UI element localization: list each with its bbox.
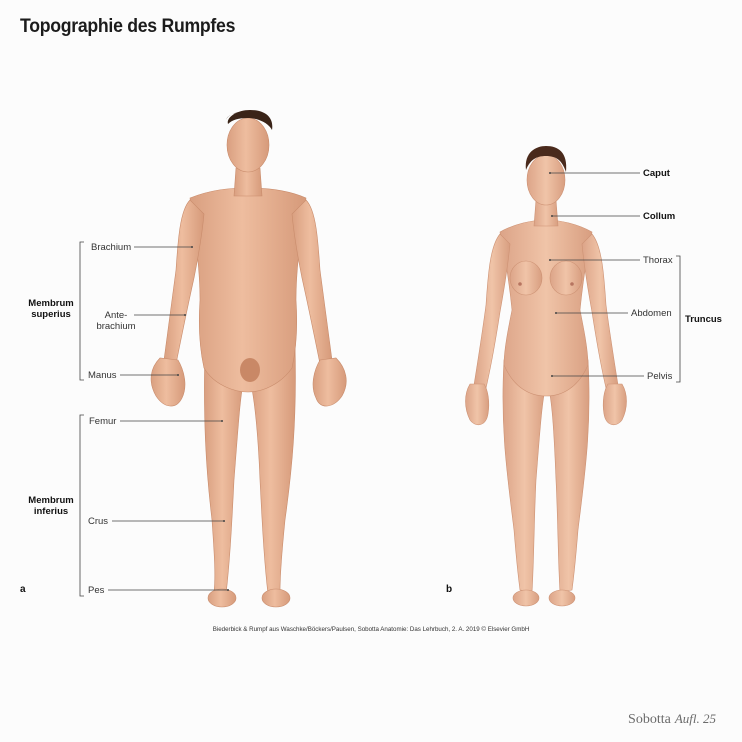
label-crus: Crus: [88, 516, 109, 527]
brand-edition: Aufl. 25: [674, 711, 716, 726]
label-pes: Pes: [88, 585, 105, 596]
label-pelvis: Pelvis: [647, 371, 673, 382]
label-collum: Collum: [643, 211, 676, 222]
label-antebrachium-1: Ante-: [104, 310, 128, 321]
figure-b-leader-lines: [550, 172, 681, 383]
group-membrum-inferius-1: Membrum: [28, 495, 74, 506]
male-pelvis-detail: [240, 358, 260, 382]
label-antebrachium-2: brachium: [96, 321, 136, 332]
group-membrum-superius-1: Membrum: [28, 298, 74, 309]
female-figure: [465, 154, 627, 607]
group-membrum-inferius-2: inferius: [33, 506, 69, 517]
figure-b-leader-dots: [549, 172, 557, 377]
label-thorax: Thorax: [643, 255, 673, 266]
label-manus: Manus: [88, 370, 117, 381]
figure-a-leader-lines: [79, 241, 228, 597]
figure-a-leader-dots: [177, 246, 229, 591]
label-femur: Femur: [89, 416, 117, 427]
brand-name: Sobotta: [628, 712, 671, 727]
figure-letter-a: a: [20, 584, 26, 595]
page-title: Topographie des Rumpfes: [20, 16, 236, 37]
image-credit: Biederbick & Rumpf aus Waschke/Böckers/P…: [212, 626, 530, 633]
female-hair: [525, 146, 567, 172]
male-figure: [150, 117, 347, 608]
label-caput: Caput: [643, 168, 670, 179]
group-membrum-superius-2: superius: [31, 309, 71, 320]
figure-letter-b: b: [446, 584, 453, 595]
label-abdomen: Abdomen: [631, 308, 672, 319]
label-brachium: Brachium: [91, 242, 132, 253]
group-truncus: Truncus: [685, 314, 722, 325]
